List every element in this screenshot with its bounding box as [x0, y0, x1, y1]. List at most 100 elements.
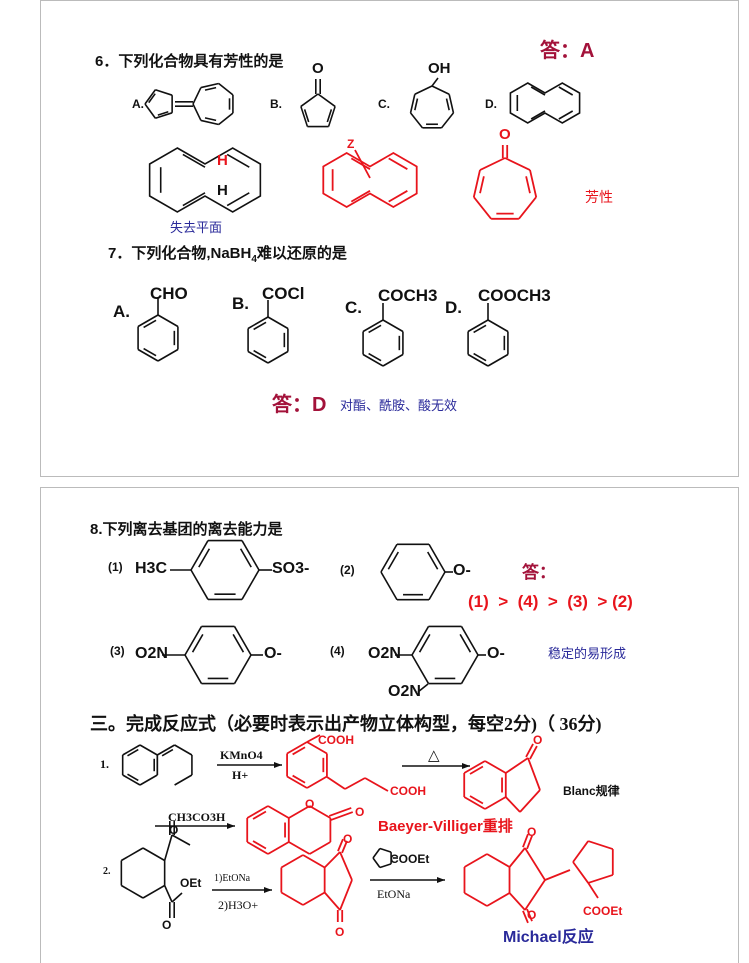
double-bond — [368, 324, 382, 334]
section-3-title: 三。完成反应式（必要时表示出产物立体构型，每空2分)（ 36分) — [90, 714, 602, 734]
ring-bond — [246, 805, 269, 819]
ring-bond — [306, 741, 328, 755]
atom-label: OEt — [180, 876, 202, 890]
ring-bond — [144, 89, 157, 105]
bond — [326, 776, 346, 790]
substituent-label: COOCH3 — [478, 286, 551, 305]
bond — [431, 77, 439, 87]
ring-bond — [431, 85, 450, 96]
bond — [364, 777, 389, 792]
atom-label: H — [217, 152, 228, 169]
ring-bond — [372, 857, 381, 868]
atom-label: COOEt — [583, 904, 623, 918]
bond — [182, 153, 206, 168]
ring-bond — [144, 103, 157, 119]
double-bond — [204, 117, 217, 122]
ring-bond — [267, 350, 289, 364]
bond — [163, 834, 173, 861]
bond — [524, 879, 546, 911]
atom-label: O- — [453, 562, 471, 579]
atom-label: O — [335, 925, 345, 939]
ring-bond — [190, 540, 209, 571]
ring-bond — [309, 841, 331, 855]
ring-bond — [122, 774, 141, 786]
ring-bond — [247, 316, 269, 330]
ring-bond — [184, 626, 203, 656]
bond — [341, 840, 348, 854]
ring-bond — [467, 319, 489, 333]
arrow-head — [462, 763, 470, 769]
double-bond — [161, 748, 174, 757]
ring-bond — [460, 654, 479, 684]
note-planar: 失去平面 — [170, 220, 223, 235]
bond — [505, 757, 529, 774]
bond — [526, 835, 533, 850]
double-bond — [252, 810, 267, 820]
heat-symbol: △ — [428, 747, 440, 764]
reagent-label: 2)H3O+ — [218, 898, 259, 912]
double-bond — [479, 176, 485, 194]
ring-bond — [448, 94, 455, 114]
atom-label: SO3- — [272, 560, 310, 577]
bond — [171, 834, 191, 846]
ring-bond — [309, 805, 331, 819]
bond — [522, 833, 529, 848]
bond — [163, 885, 173, 903]
bond — [323, 891, 341, 911]
ring-bond — [137, 314, 159, 328]
ring-bond — [479, 157, 506, 171]
double-bond — [387, 551, 399, 570]
ring-bond — [120, 884, 144, 899]
ring-bond — [327, 106, 336, 127]
atom-label: O — [312, 60, 324, 77]
arrow-head — [264, 887, 272, 893]
bond — [508, 847, 526, 868]
ring-bond — [155, 88, 173, 96]
ring-bond — [142, 884, 166, 899]
double-bond — [127, 773, 139, 782]
ring-bond — [286, 741, 308, 755]
bond — [529, 745, 538, 760]
atom-label: O — [305, 797, 315, 811]
double-bond — [326, 109, 333, 123]
double-bond — [303, 109, 310, 123]
z-label: Z — [347, 137, 355, 151]
ring-bond — [300, 106, 309, 127]
ring-bond — [233, 654, 252, 684]
ring-bond — [157, 348, 179, 362]
substituent-label: COCH3 — [378, 286, 438, 305]
ring-bond — [382, 353, 404, 367]
ring-bond — [487, 353, 509, 367]
atom-label: O2N — [135, 645, 168, 662]
double-bond — [252, 840, 267, 850]
reagent-label: H+ — [232, 768, 249, 782]
ring-bond — [192, 103, 202, 121]
ring-bond — [587, 874, 614, 884]
option-c-label: C. — [378, 97, 390, 111]
reaction-name-label: Michael反应 — [503, 929, 594, 946]
bond — [226, 153, 250, 168]
option-a-label: A. — [113, 302, 130, 321]
question-6-title: 6．下列化合物具有芳性的是 — [95, 53, 284, 70]
ring-bond — [411, 626, 430, 656]
reaction-1-number: 1. — [100, 757, 109, 771]
ring-bond — [137, 348, 159, 362]
double-bond — [143, 347, 157, 357]
double-bond — [414, 98, 419, 111]
option-c-label: C. — [345, 298, 362, 317]
bond — [330, 811, 354, 821]
double-bond — [148, 93, 156, 104]
ring-bond — [247, 350, 269, 364]
ring-bond — [463, 796, 486, 810]
reaction-name-label: Baeyer-Villiger重排 — [378, 818, 513, 835]
ring-bond — [467, 353, 489, 367]
ring-bond — [379, 863, 392, 869]
ring-bond — [484, 760, 507, 774]
title-text: 难以还原的是 — [256, 245, 347, 262]
double-bond — [232, 633, 245, 653]
double-bond — [198, 548, 211, 568]
item-label: (2) — [340, 563, 355, 577]
option-a-label: A. — [132, 97, 144, 111]
ring-bond — [380, 571, 398, 601]
